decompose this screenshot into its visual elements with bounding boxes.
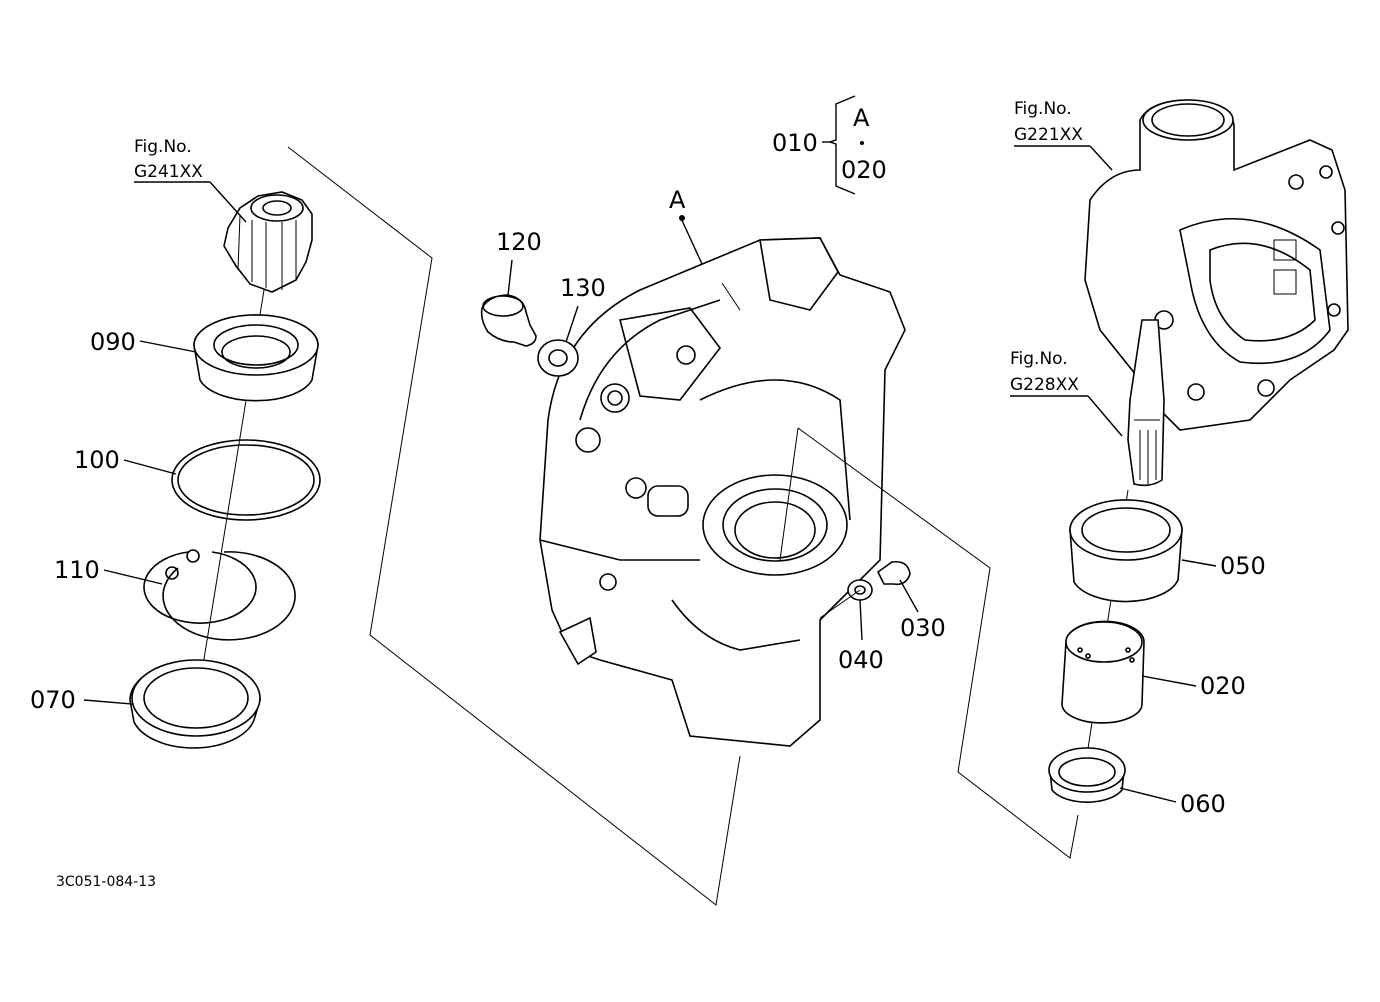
- bushing-020-part: [1061, 620, 1145, 724]
- callout-110: 110: [54, 556, 100, 584]
- leader-050: [1181, 559, 1217, 567]
- figref-g241-leader: [209, 181, 247, 223]
- figref-g228-prefix: Fig.No.: [1010, 349, 1068, 369]
- shaft-g228-part: [1127, 319, 1165, 487]
- right-group-outline: [797, 427, 1079, 859]
- left-group-outline: [287, 146, 741, 906]
- leader-020: [1141, 675, 1197, 687]
- figref-g241-prefix: Fig.No.: [134, 137, 192, 157]
- figref-g228-leader: [1087, 395, 1123, 437]
- callout-010: 010: [772, 129, 818, 157]
- callout-020-top: 020: [841, 156, 887, 184]
- figref-g221-leader: [1089, 145, 1113, 171]
- case-g221-part: [1084, 99, 1349, 431]
- figref-g241-code[interactable]: G241XX: [134, 162, 203, 182]
- leader-A-main: [679, 215, 703, 265]
- main-assembly-axis: [779, 427, 799, 561]
- drawing-code: 3C051-084-13: [56, 874, 156, 890]
- pinion-gear-part: [223, 191, 313, 293]
- figref-g221-code[interactable]: G221XX: [1014, 125, 1083, 145]
- bolt-030-part: [819, 560, 911, 619]
- callout-A-main: A: [669, 186, 686, 214]
- leader-130: [565, 305, 579, 343]
- bracket-010: [822, 95, 864, 195]
- main-housing-part: [539, 237, 906, 747]
- leader-110: [103, 569, 163, 585]
- leader-070: [83, 699, 133, 705]
- callout-120: 120: [496, 228, 542, 256]
- callout-030: 030: [900, 614, 946, 642]
- leader-040: [859, 599, 863, 641]
- bearing-090-part: [193, 314, 319, 402]
- callout-A-top: A: [853, 104, 870, 132]
- callout-090: 090: [90, 328, 136, 356]
- leader-060: [1119, 787, 1177, 803]
- callout-020: 020: [1200, 672, 1246, 700]
- washer-130-part: [537, 339, 579, 377]
- bearing-050-part: [1069, 499, 1183, 603]
- leader-100: [123, 459, 177, 475]
- snap-ring-110-part: [143, 549, 296, 641]
- callout-060: 060: [1180, 790, 1226, 818]
- leader-030: [899, 579, 919, 613]
- leader-120: [507, 259, 513, 296]
- callout-100: 100: [74, 446, 120, 474]
- callout-050: 050: [1220, 552, 1266, 580]
- callout-070: 070: [30, 686, 76, 714]
- seal-070-part: [129, 659, 261, 749]
- plug-120-part: [480, 294, 537, 347]
- callout-040: 040: [838, 646, 884, 674]
- leader-090: [139, 340, 197, 353]
- oring-100-part: [171, 439, 321, 521]
- seal-060-part: [1048, 747, 1126, 804]
- callout-130: 130: [560, 274, 606, 302]
- leader-A-dot: [679, 215, 685, 221]
- figref-g221-prefix: Fig.No.: [1014, 99, 1072, 119]
- figref-g228-code[interactable]: G228XX: [1010, 375, 1079, 395]
